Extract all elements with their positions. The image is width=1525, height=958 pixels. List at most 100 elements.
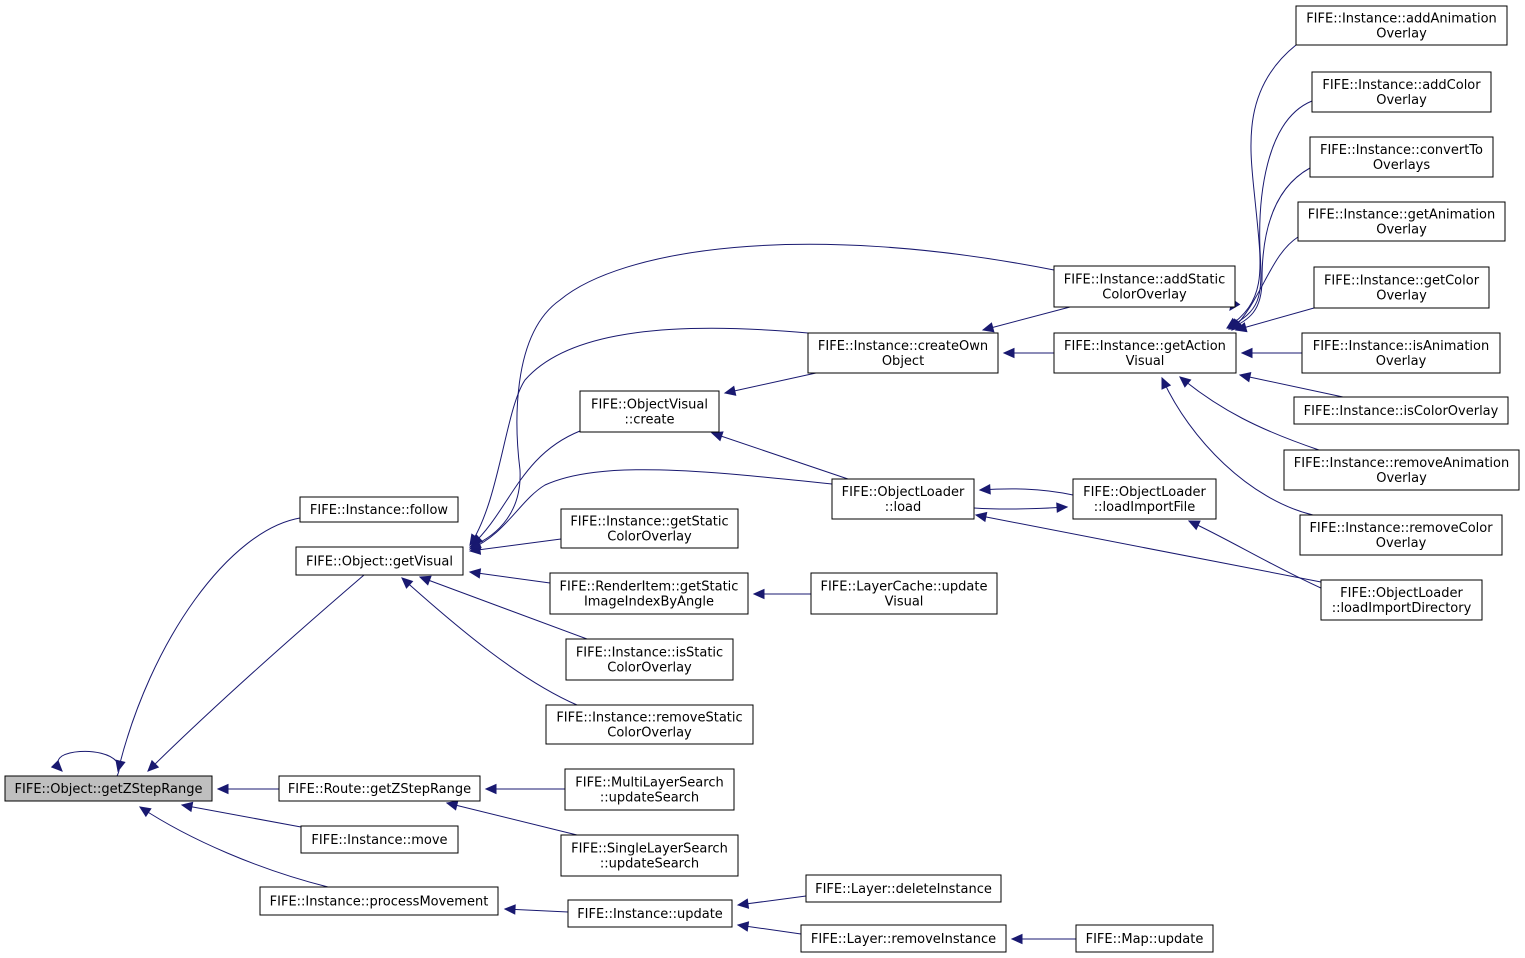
node-box — [549, 572, 749, 615]
node-box — [560, 508, 739, 549]
edge-line — [504, 908, 569, 913]
arrowhead — [1056, 502, 1069, 513]
node-box — [1072, 478, 1217, 520]
node-box — [545, 704, 754, 745]
arrowhead — [50, 759, 63, 772]
function-node[interactable]: FIFE::Layer::deleteInstance — [805, 874, 1002, 903]
node-label: FIFE::Layer::deleteInstance — [815, 882, 992, 897]
node-label: Overlay — [1376, 536, 1427, 551]
node-label: ::loadImportDirectory — [1332, 601, 1472, 616]
call-edge — [1231, 236, 1299, 331]
function-node[interactable]: FIFE::SingleLayerSearch::updateSearch — [560, 834, 739, 877]
function-node[interactable]: FIFE::MultiLayerSearch::updateSearch — [564, 768, 735, 811]
call-edge — [1227, 167, 1311, 330]
node-box — [567, 899, 733, 928]
node-box — [1283, 449, 1520, 491]
node-box — [1311, 71, 1492, 113]
node-label: Overlay — [1376, 289, 1427, 304]
node-label: FIFE::RenderItem::getStatic — [560, 580, 739, 595]
function-node[interactable]: FIFE::ObjectVisual::create — [579, 390, 720, 433]
call-edge — [468, 568, 551, 584]
edge-line — [1227, 100, 1313, 329]
arrowhead — [147, 759, 160, 772]
function-node[interactable]: FIFE::ObjectLoader::loadImportDirectory — [1320, 579, 1483, 621]
arrowhead — [1187, 520, 1201, 531]
call-edge — [981, 306, 1071, 333]
function-node[interactable]: FIFE::Object::getVisual — [295, 546, 464, 576]
function-node[interactable]: FIFE::Layer::removeInstance — [800, 924, 1007, 953]
arrowhead — [974, 511, 988, 523]
node-box — [1299, 514, 1503, 556]
function-node[interactable]: FIFE::Instance::update — [567, 899, 733, 928]
arrowhead — [978, 484, 991, 495]
edge-line — [1179, 376, 1320, 451]
arrowhead — [981, 322, 995, 333]
node-label: Overlay — [1376, 27, 1427, 42]
edge-line — [469, 469, 833, 550]
edge-line — [57, 750, 120, 777]
edge-line — [711, 432, 849, 480]
node-label: FIFE::Instance::removeStatic — [556, 711, 742, 726]
function-node[interactable]: FIFE::ObjectLoader::loadImportFile — [1072, 478, 1217, 520]
function-node[interactable]: FIFE::Route::getZStepRange — [278, 775, 481, 802]
call-edge — [1187, 520, 1324, 590]
call-edge — [468, 538, 562, 555]
call-edge — [1179, 376, 1320, 451]
arrowhead — [1010, 933, 1023, 945]
node-label: Visual — [1126, 354, 1165, 369]
node-label: FIFE::Layer::removeInstance — [811, 932, 996, 947]
function-node[interactable]: FIFE::ObjectLoader::load — [831, 478, 975, 520]
node-label: FIFE::ObjectLoader — [1340, 586, 1463, 601]
arrowhead — [1002, 347, 1015, 359]
node-label: ::loadImportFile — [1094, 500, 1195, 515]
function-node[interactable]: FIFE::Instance::processMovement — [259, 886, 499, 916]
node-label: FIFE::Instance::addColor — [1322, 78, 1481, 93]
node-label: FIFE::Instance::getAction — [1064, 339, 1226, 354]
call-edge — [147, 574, 365, 772]
edge-line — [181, 804, 302, 828]
edge-line — [401, 577, 578, 706]
arrowhead — [752, 588, 765, 600]
node-box — [810, 572, 998, 615]
edge-line — [419, 576, 588, 640]
node-label: ::create — [624, 413, 674, 428]
call-edge — [503, 904, 569, 915]
function-node[interactable]: FIFE::Instance::follow — [299, 496, 459, 523]
edge-line — [1239, 374, 1344, 398]
call-edge — [1240, 347, 1302, 359]
edge-line — [982, 306, 1071, 331]
node-box — [564, 768, 735, 811]
node-label: FIFE::Instance::getAnimation — [1308, 208, 1495, 223]
call-edge — [180, 801, 302, 828]
function-node[interactable]: FIFE::Instance::move — [300, 825, 459, 854]
function-node[interactable]: FIFE::RenderItem::getStaticImageIndexByA… — [549, 572, 749, 615]
edge-line — [737, 924, 802, 935]
call-edge — [978, 484, 1074, 496]
node-box — [259, 886, 499, 916]
node-label: FIFE::ObjectLoader — [842, 485, 965, 500]
edge-line — [1188, 520, 1324, 590]
function-node[interactable]: FIFE::Map::update — [1075, 924, 1214, 953]
node-box — [1293, 396, 1509, 425]
function-node[interactable]: FIFE::Instance::isColorOverlay — [1293, 396, 1509, 425]
arrowhead — [216, 783, 229, 795]
node-label: FIFE::Map::update — [1086, 932, 1204, 947]
node-label: FIFE::Instance::addStatic — [1064, 273, 1225, 288]
node-box — [1295, 5, 1508, 46]
arrowhead — [1231, 318, 1244, 331]
